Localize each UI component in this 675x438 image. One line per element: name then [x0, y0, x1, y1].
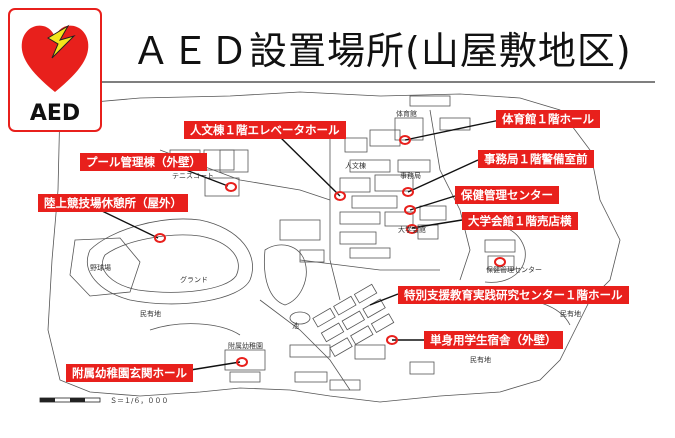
- lightning-bolt-icon: [47, 24, 76, 59]
- map-label-baseball: 野球場: [90, 263, 111, 272]
- map-label-health-center: 保健管理センター: [486, 265, 542, 274]
- callout-union: 大学会館１階売店横: [462, 212, 578, 230]
- callout-kinder: 附属幼稚園玄関ホール: [66, 364, 193, 382]
- callout-special: 特別支援教育実践研究センター１階ホール: [398, 286, 629, 304]
- aed-logo: AED: [8, 8, 102, 132]
- map-label-private3: 民有地: [470, 355, 491, 364]
- logo-text: AED: [30, 101, 80, 126]
- map-label-private2: 民有地: [560, 309, 581, 318]
- callout-health: 保健管理センター: [455, 186, 559, 204]
- map-label-ground: グランド: [180, 275, 208, 284]
- callout-admin: 事務局１階警備室前: [478, 150, 594, 168]
- heart-icon: [21, 25, 89, 92]
- map-label-kinder: 附属幼稚園: [228, 341, 263, 350]
- map-label-humanities: 人文棟: [345, 161, 366, 170]
- aed-markers: [154, 135, 506, 367]
- map-label-gym: 体育館: [396, 109, 417, 118]
- map-label-pond: 池: [292, 321, 299, 330]
- map-label-tennis: テニスコート: [172, 172, 214, 180]
- scale-bar: [39, 397, 101, 403]
- map-label-private1: 民有地: [140, 309, 161, 318]
- page-title: ＡＥＤ設置場所(山屋敷地区): [132, 29, 632, 73]
- callout-dorm: 単身用学生宿舎（外壁）: [424, 331, 563, 349]
- callout-humanities: 人文棟１階エレベータホール: [184, 121, 346, 139]
- callout-pool: プール管理棟（外壁）: [80, 153, 207, 171]
- map-label-union: 大学会館: [398, 225, 426, 234]
- callout-athletics: 陸上競技場休憩所（屋外）: [38, 194, 188, 212]
- map-label-admin: 事務局: [400, 171, 421, 180]
- callout-gym: 体育館１階ホール: [496, 110, 600, 128]
- scale-text: Ｓ＝１/６，０００: [110, 397, 169, 405]
